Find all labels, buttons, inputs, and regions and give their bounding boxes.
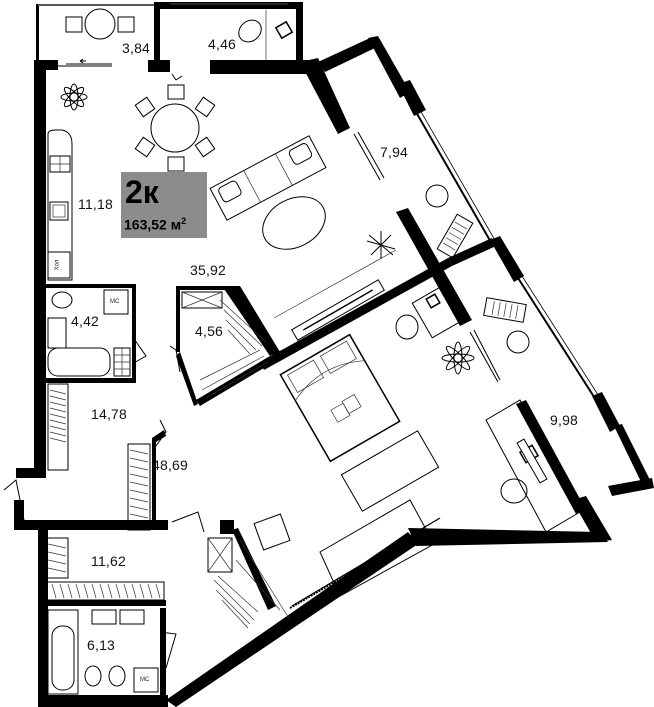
bed-icon xyxy=(279,333,401,463)
furniture xyxy=(45,8,581,695)
doors-windows xyxy=(3,3,501,669)
washing-machine-label-lower: МС xyxy=(140,677,150,683)
room-area-balcony-left: 3,84 xyxy=(122,40,151,56)
plant-icon xyxy=(60,83,88,111)
plant-icon xyxy=(441,341,475,375)
walls xyxy=(14,2,654,707)
room-area-wardrobe-small: 4,56 xyxy=(195,323,224,339)
apartment-badge: 2к 163,52 м2 xyxy=(121,172,207,238)
plant-icon xyxy=(366,231,396,259)
sofa-icon xyxy=(209,135,327,221)
room-area-balcony-top: 4,46 xyxy=(208,36,237,52)
room-area-balcony-right-lower: 9,98 xyxy=(550,412,579,428)
total-area: 163,52 м2 xyxy=(124,216,187,233)
room-area-hallway: 14,78 xyxy=(91,406,128,422)
room-area-bathroom-lower: 6,13 xyxy=(87,637,116,653)
fridge-label: Хол xyxy=(54,259,61,271)
room-area-bedroom: 48,69 xyxy=(152,457,189,473)
room-area-kitchen: 11,18 xyxy=(78,196,113,212)
room-area-living-room: 35,92 xyxy=(190,262,227,278)
room-area-balcony-right-upper: 7,94 xyxy=(380,144,409,160)
room-area-bathroom-upper: 4,42 xyxy=(71,313,100,329)
room-area-dressing-room: 11,62 xyxy=(91,553,126,569)
washing-machine-label-upper: МС xyxy=(110,299,120,305)
apartment-type: 2к xyxy=(125,174,159,210)
